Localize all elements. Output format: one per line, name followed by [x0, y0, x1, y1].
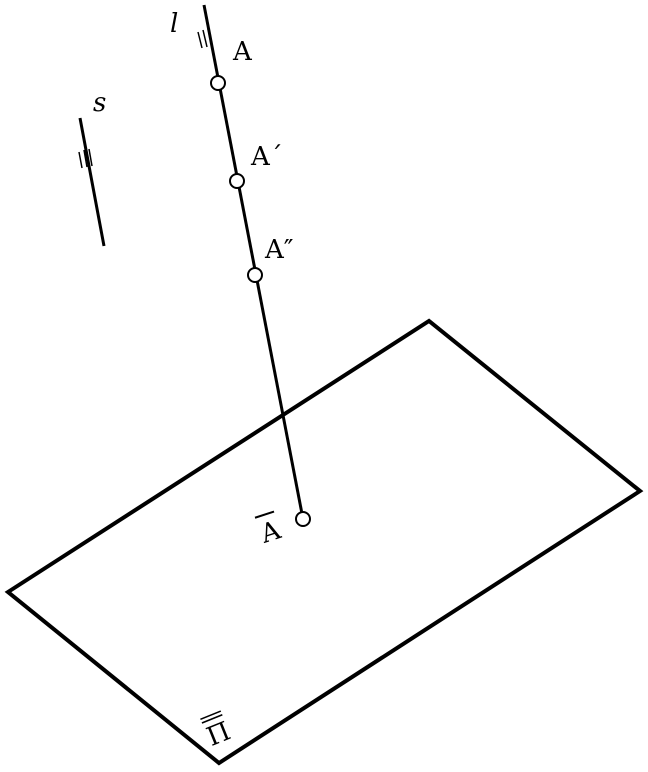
label-point-a-prime: A´: [250, 142, 283, 172]
label-plane: Π: [203, 716, 235, 752]
point-a-prime: [229, 173, 245, 189]
line-s-parallel-marks: [78, 148, 93, 169]
point-a: [210, 75, 226, 91]
label-point-a-bar-group: A: [254, 510, 285, 550]
label-line-l: l: [170, 9, 178, 39]
label-point-a-bar-overline: [254, 510, 275, 519]
point-a-bar: [295, 511, 311, 527]
line-s: [78, 117, 106, 247]
label-point-a: A: [232, 37, 253, 67]
label-point-a-bar: A: [256, 515, 285, 550]
line-l-parallel-marks: [197, 28, 213, 49]
label-point-a-double-prime: A″: [264, 235, 294, 265]
plane-pi: [4, 318, 644, 766]
label-plane-overline-1: [200, 710, 222, 721]
label-plane-group: Π: [200, 710, 235, 753]
label-line-s: s: [93, 88, 106, 118]
point-a-double-prime: [247, 267, 263, 283]
line-l: [202, 4, 305, 520]
label-plane-overline-2: [201, 714, 223, 724]
